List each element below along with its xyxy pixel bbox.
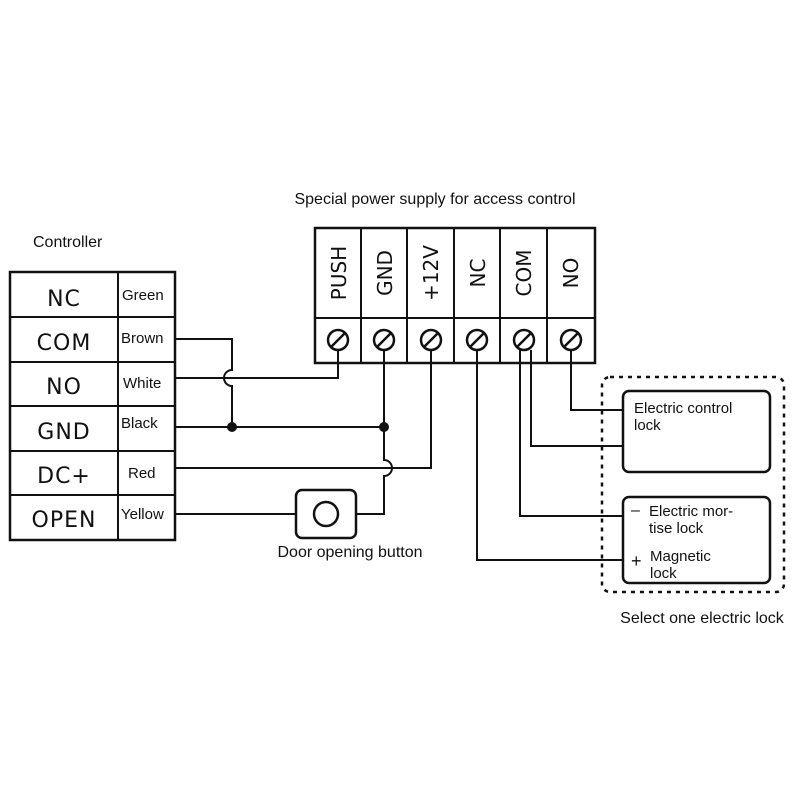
lock-selection-group [600,375,786,594]
mortise-lock-label-line2: tise lock [649,520,704,537]
door-button-label: Door opening button [278,544,423,561]
psu-terminal-12v: +12V [419,245,443,301]
wire-color-yellow: Yellow [121,506,164,523]
wire-color-black: Black [121,415,158,432]
wire-red [175,350,432,469]
controller-terminal-com: COM [37,331,92,356]
controller-title: Controller [33,234,103,251]
magnetic-lock-label-line1: Magnetic [650,548,711,565]
screw-terminal-icon [419,328,443,352]
wire-color-red: Red [128,465,156,482]
wire-com-to-control-lock [530,350,623,447]
controller-terminal-dc: DC+ [37,464,91,489]
magnetic-lock-sign: + [631,551,642,571]
control-lock-label-line1: Electric control [634,400,732,417]
junction-dot-icon [227,422,237,432]
screw-terminal-icon [512,328,536,352]
wire-no-to-control-lock [570,350,623,411]
screw-terminal-icon [326,328,350,352]
psu-terminal-gnd: GND [373,250,397,296]
wire-color-brown: Brown [121,330,164,347]
power-supply-block: PUSH GND +12V NC COM NO [313,226,597,365]
wire-white [175,350,339,379]
screw-terminal-icon [559,328,583,352]
magnetic-lock-label-line2: lock [650,565,677,582]
control-lock-label-line2: lock [634,417,661,434]
electric-control-lock: Electric control lock [621,389,772,474]
psu-terminal-no: NO [559,258,583,289]
psu-terminal-nc: NC [466,259,490,288]
psu-terminal-push: PUSH [327,246,351,300]
junction-dot-icon [379,422,389,432]
lock-group-label: Select one electric lock [620,610,785,627]
wire-com-to-mortise-lock [519,350,623,517]
screw-terminal-icon [465,328,489,352]
mortise-lock-sign: – [631,502,640,519]
controller-terminal-nc: NC [47,287,81,312]
wire-gnd-to-button [356,427,393,515]
power-supply-title: Special power supply for access control [294,191,575,208]
screw-terminal-icon [372,328,396,352]
psu-terminal-com: COM [512,250,536,297]
wire-color-green: Green [122,287,164,304]
push-button-icon [312,500,340,528]
wire-color-white: White [123,375,161,392]
mortise-lock-label-line1: Electric mor- [649,503,733,520]
wire-brown [175,338,233,427]
mortise-magnetic-lock: – Electric mor- tise lock + Magnetic loc… [621,495,772,585]
controller-terminal-no: NO [46,375,82,400]
controller-terminal-gnd: GND [37,420,90,445]
door-opening-button [294,488,358,540]
controller-terminal-open: OPEN [32,508,97,533]
controller-block: NC COM NO GND DC+ OPEN Green Brown White… [8,270,177,542]
wire-nc-to-magnetic-lock [476,350,623,561]
